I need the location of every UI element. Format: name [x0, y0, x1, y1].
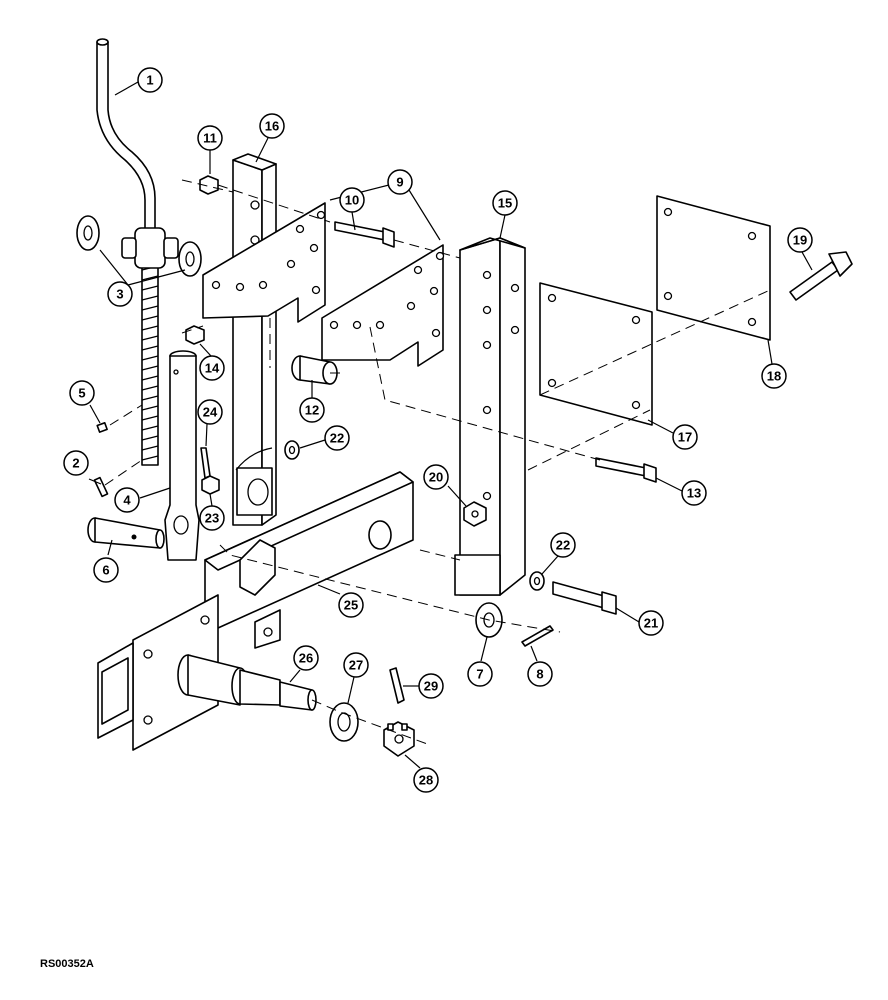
roll-pin [93, 476, 109, 498]
callout-7: 7 [467, 661, 493, 687]
nut-20 [463, 501, 487, 527]
svg-text:18: 18 [767, 369, 781, 384]
svg-text:11: 11 [203, 131, 217, 146]
callout-6: 6 [93, 557, 119, 583]
cotter-pin-29 [389, 667, 405, 704]
figure-code: RS00352A [40, 958, 94, 970]
callout-24: 24 [197, 399, 223, 425]
nut-14 [185, 325, 205, 345]
callout-14: 14 [199, 355, 225, 381]
svg-text:17: 17 [678, 430, 692, 445]
bolt-21 [552, 581, 617, 615]
bolt-10 [334, 221, 395, 248]
callout-29: 29 [418, 673, 444, 699]
cotter-pin-24 [200, 447, 211, 479]
svg-text:12: 12 [305, 403, 319, 418]
nut-23 [201, 475, 220, 495]
washer-left [76, 215, 100, 251]
castle-nut [383, 721, 415, 757]
callout-4: 4 [114, 487, 140, 513]
svg-text:9: 9 [396, 175, 403, 190]
svg-text:22: 22 [330, 431, 344, 446]
callout-11: 11 [197, 125, 223, 151]
axle-mount-bracket [97, 594, 219, 751]
svg-text:14: 14 [205, 361, 220, 376]
svg-text:21: 21 [644, 616, 658, 631]
callout-2: 2 [63, 450, 89, 476]
svg-text:19: 19 [793, 233, 807, 248]
callout-8: 8 [527, 661, 553, 687]
callout-27: 27 [343, 652, 369, 678]
washer-27 [329, 702, 359, 742]
svg-text:24: 24 [203, 405, 218, 420]
callout-25: 25 [338, 592, 364, 618]
callout-10: 10 [339, 187, 365, 213]
lift-arm [164, 350, 200, 561]
callouts: 1 2 3 4 5 6 7 8 9 10 11 12 13 14 15 16 1 [63, 67, 813, 793]
svg-text:29: 29 [424, 679, 438, 694]
callout-22a: 22 [324, 425, 350, 451]
svg-text:15: 15 [498, 196, 512, 211]
set-screw [96, 422, 108, 433]
callout-9: 9 [387, 169, 413, 195]
callout-12: 12 [299, 397, 325, 423]
main-beam [204, 471, 414, 649]
callout-15: 15 [492, 190, 518, 216]
callout-16: 16 [259, 113, 285, 139]
svg-text:1: 1 [146, 73, 153, 88]
bolt-19 [789, 251, 853, 301]
callout-1: 1 [137, 67, 163, 93]
svg-text:2: 2 [72, 456, 79, 471]
wear-plate-17 [539, 282, 653, 426]
callout-3: 3 [107, 281, 133, 307]
swivel-block [121, 227, 179, 269]
callout-20: 20 [423, 464, 449, 490]
svg-text:20: 20 [429, 470, 443, 485]
callout-21: 21 [638, 610, 664, 636]
assembly-lines [104, 179, 771, 746]
nut-11 [199, 175, 219, 195]
bolt-13 [595, 457, 657, 483]
svg-text:25: 25 [344, 598, 358, 613]
callout-17: 17 [672, 424, 698, 450]
callout-22b: 22 [550, 532, 576, 558]
svg-text:13: 13 [687, 486, 701, 501]
svg-text:16: 16 [265, 119, 279, 134]
callout-26: 26 [293, 645, 319, 671]
svg-text:26: 26 [299, 651, 313, 666]
svg-text:8: 8 [536, 667, 543, 682]
callout-19: 19 [787, 227, 813, 253]
svg-text:22: 22 [556, 538, 570, 553]
washer-22-lower [529, 571, 545, 591]
clevis-pin [87, 517, 165, 549]
callout-13: 13 [681, 480, 707, 506]
svg-text:28: 28 [419, 773, 433, 788]
svg-text:7: 7 [476, 667, 483, 682]
washer-22-upper [284, 440, 300, 460]
washer-right [178, 241, 202, 277]
svg-text:5: 5 [78, 386, 85, 401]
svg-text:4: 4 [123, 493, 131, 508]
upright-channel-right [454, 237, 526, 596]
svg-text:3: 3 [116, 287, 123, 302]
callout-28: 28 [413, 767, 439, 793]
cotter-pin-8 [521, 625, 554, 647]
svg-text:10: 10 [345, 193, 359, 208]
svg-text:27: 27 [349, 658, 363, 673]
callout-5: 5 [69, 380, 95, 406]
svg-text:6: 6 [102, 563, 109, 578]
mounting-plate-rear [321, 244, 445, 367]
callout-18: 18 [761, 363, 787, 389]
svg-text:23: 23 [205, 511, 219, 526]
threaded-shaft [141, 259, 159, 466]
wear-plate-18 [656, 195, 771, 341]
callout-23: 23 [199, 505, 225, 531]
